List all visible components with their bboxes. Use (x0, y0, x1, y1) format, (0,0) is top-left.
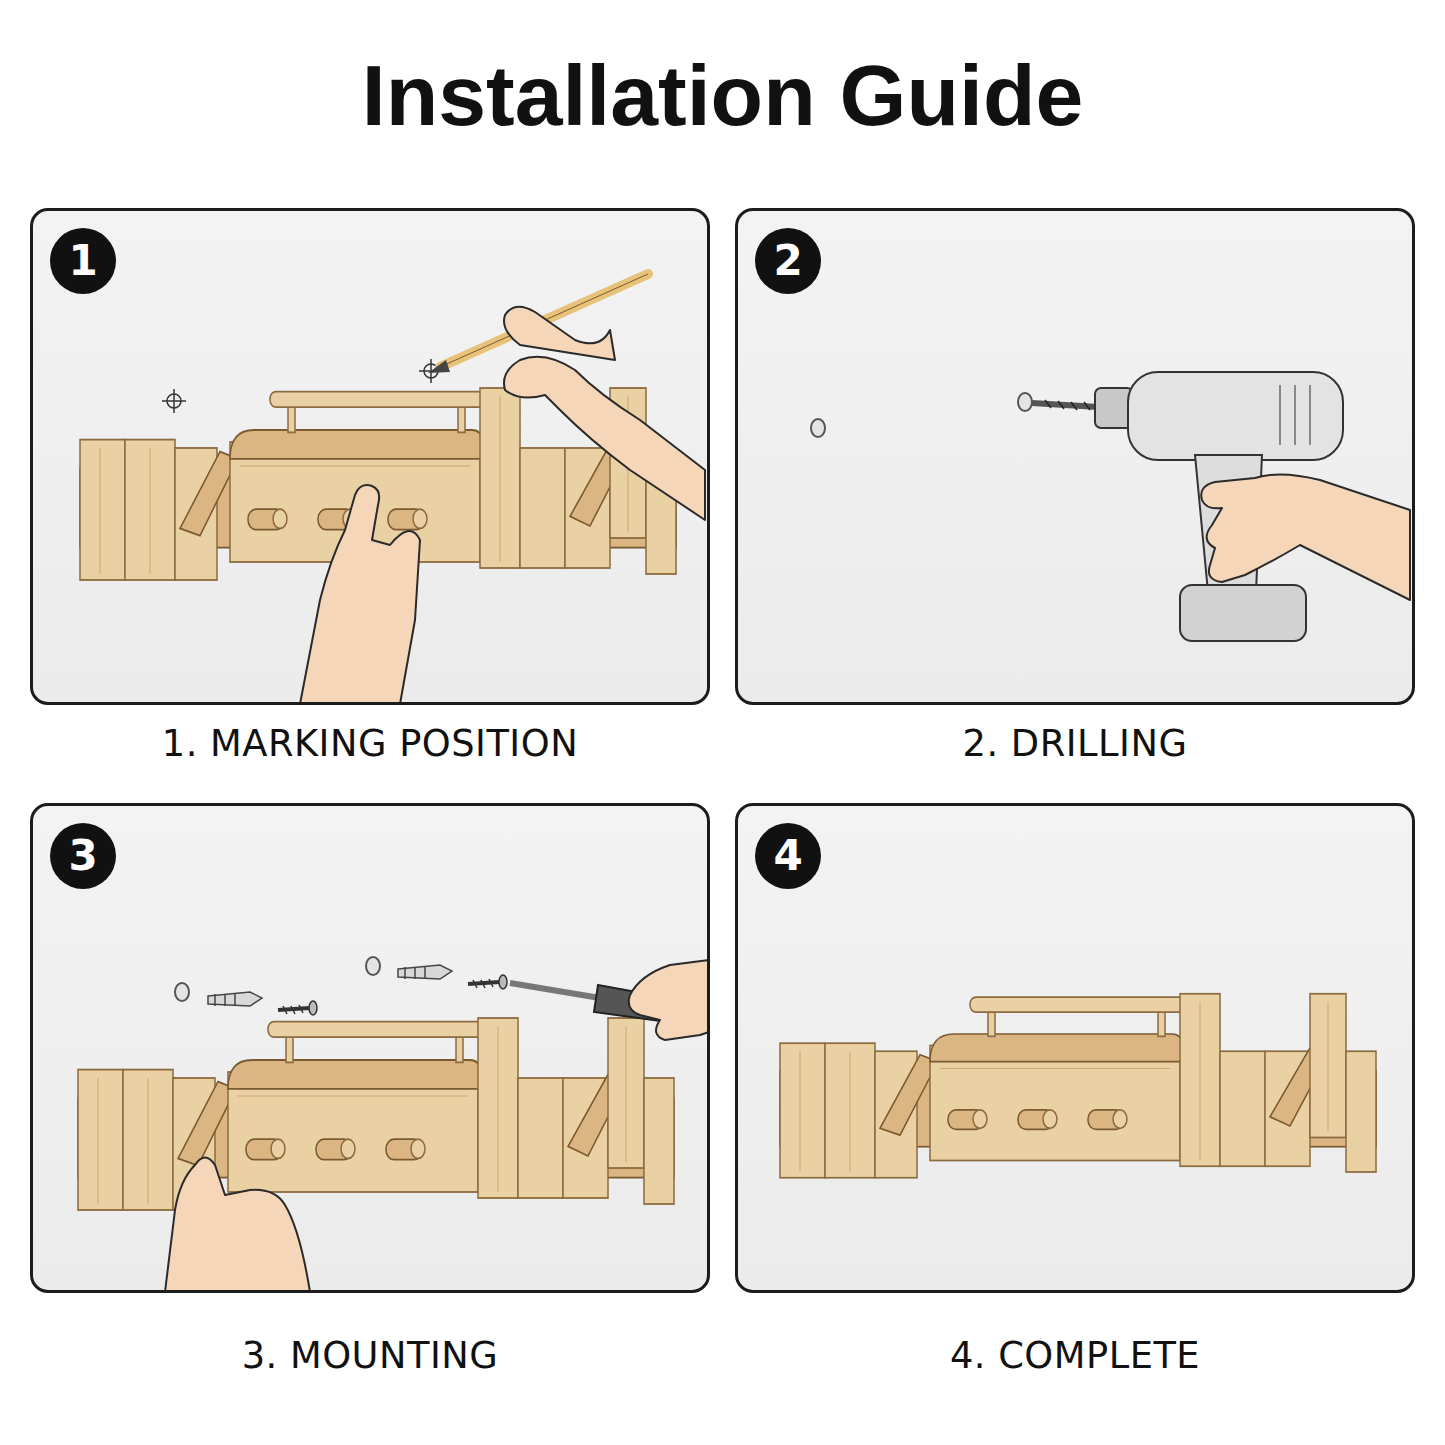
panel-ground (31, 209, 709, 704)
screw (283, 1005, 303, 1014)
drill-hole (811, 419, 825, 437)
panel-ground (31, 804, 709, 1292)
screw (309, 1001, 317, 1015)
screwdriver (510, 983, 600, 998)
coat-rack (780, 994, 1376, 1178)
panel-ground (736, 209, 1414, 704)
power-drill (1279, 385, 1281, 445)
power-drill (1294, 385, 1296, 445)
pencil (440, 274, 648, 367)
step-panel: 1. MARKING POSITION1 (30, 208, 710, 705)
pencil (440, 274, 648, 367)
drill-hole (1018, 393, 1032, 411)
crosshair-mark (162, 359, 443, 413)
wall-anchor (215, 993, 235, 1006)
drill-hole (366, 957, 380, 975)
step-badge: 2 (755, 228, 821, 294)
wall-anchor (208, 992, 262, 1006)
step-caption: 2. DRILLING (738, 722, 1412, 766)
screw (473, 979, 493, 988)
power-drill (1045, 400, 1090, 410)
hand (504, 307, 615, 360)
mounting-illustration (78, 957, 709, 1292)
hand (504, 357, 705, 520)
drilling-illustration (811, 372, 1410, 641)
step-caption: 3. MOUNTING (33, 1334, 707, 1378)
step-number: 2 (773, 240, 802, 282)
step-badge: 1 (50, 228, 116, 294)
wall-anchor (405, 966, 425, 979)
power-drill (1309, 385, 1311, 445)
power-drill (1128, 372, 1343, 460)
panel-ground (31, 209, 1414, 1292)
power-drill (1180, 585, 1306, 641)
wall-anchor (208, 965, 452, 1006)
hand (629, 960, 709, 1040)
coat-rack (78, 1018, 674, 1210)
marking-illustration (80, 274, 705, 704)
hand (300, 485, 420, 704)
step-panel: 3. MOUNTING3 (30, 803, 710, 1293)
step-badge: 3 (50, 823, 116, 889)
screw (278, 1008, 310, 1010)
drill-hole (175, 983, 189, 1001)
hand (1201, 474, 1410, 600)
wall-anchor (398, 965, 452, 979)
step-caption: 1. MARKING POSITION (33, 722, 707, 766)
screw (468, 982, 500, 984)
complete-illustration (780, 994, 1376, 1178)
step-badge: 4 (755, 823, 821, 889)
screw (499, 975, 507, 989)
page-title: Installation Guide (0, 48, 1445, 143)
step-number: 1 (68, 240, 97, 282)
step-number: 4 (773, 835, 802, 877)
panel-ground (736, 804, 1414, 1292)
step-number: 3 (68, 835, 97, 877)
hand (300, 307, 705, 704)
screw (278, 975, 507, 1015)
hand (165, 1158, 310, 1293)
step-caption: 4. COMPLETE (738, 1334, 1412, 1378)
step-panel: 2. DRILLING2 (735, 208, 1415, 705)
pencil (428, 360, 450, 373)
step-panel: 4. COMPLETE4 (735, 803, 1415, 1293)
crosshair-mark (173, 389, 175, 413)
